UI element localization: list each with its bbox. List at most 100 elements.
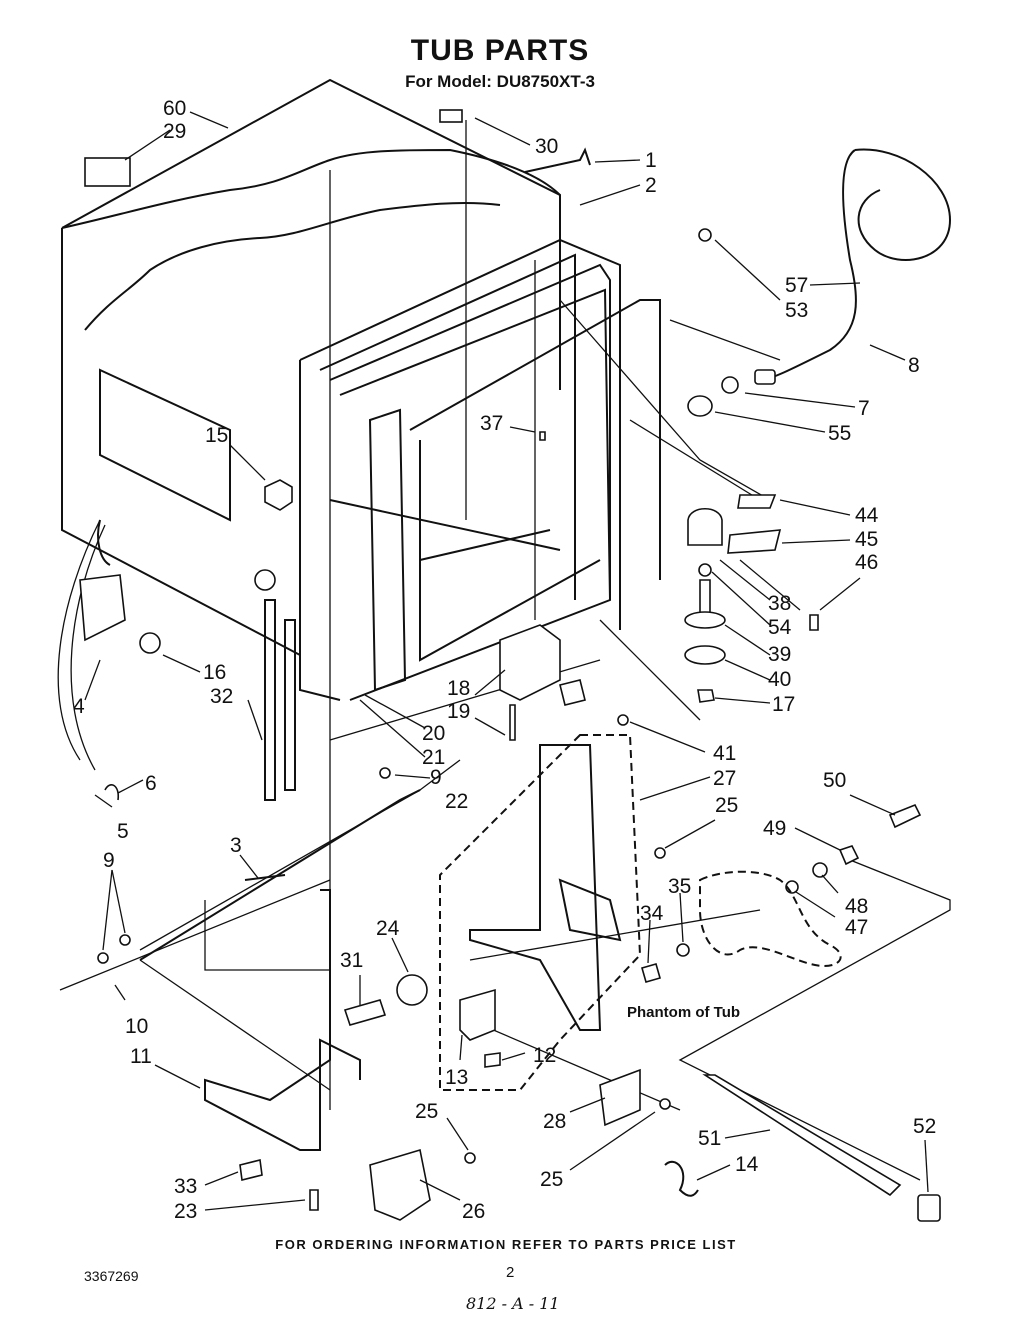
- side-bracket-assembly: [439, 734, 642, 1091]
- part-37-screw: [539, 431, 546, 441]
- part-39-base: [684, 611, 726, 629]
- callout-5: 5: [117, 820, 129, 843]
- part-39-stem: [699, 579, 711, 616]
- part-28-cover: [599, 1068, 641, 1127]
- callout-1: 1: [645, 149, 657, 172]
- callout-46: 46: [855, 551, 878, 574]
- callout-14: 14: [735, 1153, 759, 1176]
- part-18-bracket: [499, 624, 561, 701]
- part-24-wheel: [396, 974, 428, 1006]
- part-9-screw-c: [379, 767, 391, 779]
- callout-25-lower: 25: [540, 1168, 563, 1191]
- part-25-screw-b: [659, 1098, 671, 1110]
- callout-20: 20: [422, 722, 445, 745]
- page-title: TUB PARTS: [410, 34, 590, 67]
- callout-31: 31: [340, 949, 363, 972]
- callout-24: 24: [376, 917, 400, 940]
- callout-60: 60: [163, 97, 186, 120]
- callout-52: 52: [913, 1115, 936, 1138]
- callout-15: 15: [205, 424, 228, 447]
- part-16-washer: [139, 632, 161, 654]
- callout-28: 28: [543, 1110, 566, 1133]
- callout-37: 37: [480, 412, 503, 435]
- callout-arrows: [84, 111, 929, 1211]
- callout-40: 40: [768, 668, 791, 691]
- part-50-fitting: [888, 803, 922, 829]
- part-44-plate: [737, 494, 777, 509]
- part-55-plug: [687, 395, 713, 417]
- part-12-screw: [484, 1052, 501, 1068]
- part-35-washer: [676, 943, 690, 957]
- part-6-clamp: [104, 784, 120, 801]
- document-number: 3367269: [84, 1268, 139, 1284]
- callout-39: 39: [768, 643, 791, 666]
- callout-54: 54: [768, 616, 792, 639]
- part-17-nut: [697, 689, 715, 703]
- callout-16: 16: [203, 661, 226, 684]
- callout-35: 35: [668, 875, 691, 898]
- part-22-switch: [559, 679, 586, 706]
- callout-34: 34: [640, 902, 664, 925]
- part-46-screw: [809, 614, 819, 631]
- page-number: 2: [506, 1264, 515, 1281]
- part-29-bracket: [84, 157, 131, 187]
- callout-9-left: 9: [103, 849, 115, 872]
- phantom-of-tub-label: Phantom of Tub: [627, 1004, 740, 1021]
- callout-38: 38: [768, 592, 791, 615]
- callout-30: 30: [535, 135, 558, 158]
- callout-53: 53: [785, 299, 808, 322]
- part-9-screw: [119, 934, 131, 946]
- part-1-clip: [524, 147, 591, 173]
- callout-50: 50: [823, 769, 846, 792]
- part-31-fitting: [343, 999, 387, 1026]
- part-4-bracket: [79, 574, 126, 642]
- part-33-screw: [239, 1159, 263, 1181]
- callout-19: 19: [447, 700, 470, 723]
- callout-41: 41: [713, 742, 736, 765]
- callout-47: 47: [845, 916, 868, 939]
- callout-22: 22: [445, 790, 468, 813]
- callout-9: 9: [430, 766, 442, 789]
- callout-51: 51: [698, 1127, 721, 1150]
- callout-26: 26: [462, 1200, 485, 1223]
- callout-2: 2: [645, 174, 657, 197]
- part-45-bracket: [727, 529, 782, 554]
- part-7-clamp: [721, 376, 739, 394]
- callout-12: 12: [533, 1044, 556, 1067]
- callout-33: 33: [174, 1175, 197, 1198]
- tub-body: [57, 78, 661, 771]
- part-13-bracket: [459, 988, 496, 1041]
- callout-17: 17: [772, 693, 795, 716]
- part-40-disc: [684, 645, 726, 665]
- part-54-ring: [698, 563, 712, 577]
- phantom-tub-outline: [699, 870, 842, 967]
- part-23-screw: [309, 1189, 319, 1211]
- callout-8: 8: [908, 354, 920, 377]
- callout-55: 55: [828, 422, 851, 445]
- callout-57: 57: [785, 274, 808, 297]
- callout-3: 3: [230, 834, 242, 857]
- part-14-clip: [664, 1160, 699, 1197]
- callout-49: 49: [763, 817, 786, 840]
- part-53-screw: [698, 228, 712, 242]
- callout-29: 29: [163, 120, 186, 143]
- left-bracket-assembly: [204, 599, 361, 1151]
- part-52-cap: [917, 1194, 941, 1222]
- part-51-rail: [702, 1074, 902, 1197]
- callout-23: 23: [174, 1200, 197, 1223]
- callout-25: 25: [715, 794, 738, 817]
- callout-25-upper: 25: [415, 1100, 438, 1123]
- callout-7: 7: [858, 397, 870, 420]
- part-15-nut: [264, 479, 293, 511]
- callout-6: 6: [145, 772, 157, 795]
- callout-48: 48: [845, 895, 868, 918]
- ordering-note: FOR ORDERING INFORMATION REFER TO PARTS …: [275, 1237, 737, 1252]
- callout-numbers: 60 29 30 1 2 57 53 8 7 55 37 15 44 45 46…: [73, 97, 936, 1223]
- inlet-hose: [754, 148, 952, 385]
- part-4-hose: [97, 519, 111, 566]
- part-9-screw-b: [97, 952, 109, 964]
- callout-13: 13: [445, 1066, 468, 1089]
- callout-11: 11: [130, 1045, 152, 1068]
- callout-18: 18: [447, 677, 470, 700]
